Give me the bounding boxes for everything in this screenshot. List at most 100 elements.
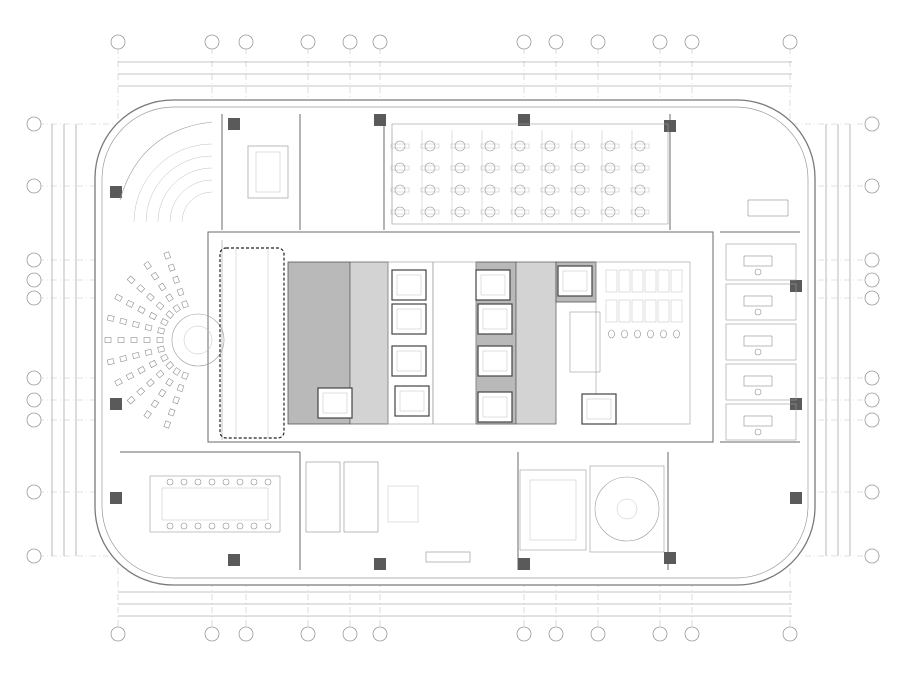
axis-bubble-bottom (300, 626, 316, 642)
auditorium-seat (158, 388, 167, 398)
axis-bubble-right (864, 290, 880, 306)
workstation-desk (510, 165, 530, 171)
auditorium-seat (146, 292, 155, 302)
auditorium-seat (163, 251, 171, 260)
workstation-desk (600, 143, 620, 149)
toilet-fixture (634, 329, 641, 339)
boardroom-chair (166, 522, 174, 530)
axis-bubble-bottom (342, 626, 358, 642)
meeting-table (747, 199, 789, 217)
auditorium-seating (104, 251, 225, 429)
axis-bubble-right (864, 412, 880, 428)
structural-column (228, 554, 240, 566)
lecture-row (181, 191, 213, 223)
private-office (725, 363, 797, 401)
workstation-chair (574, 184, 586, 196)
boardroom-chair (222, 478, 230, 486)
workstation-chair (604, 206, 616, 218)
boardroom-chair (180, 478, 188, 486)
workstation-chair (574, 162, 586, 174)
restroom-stall (631, 299, 644, 323)
workstation-chair (514, 206, 526, 218)
structural-column (228, 118, 240, 130)
left-dimension-lines (51, 124, 77, 556)
workstation-chair (634, 162, 646, 174)
auditorium-seat (106, 358, 115, 366)
workstation-desk (540, 165, 560, 171)
axis-bubble-top (782, 34, 798, 50)
auditorium-seat (106, 314, 115, 322)
axis-bubble-top (548, 34, 564, 50)
central-core (287, 261, 691, 425)
sink-counter (569, 311, 601, 373)
structural-column (374, 114, 386, 126)
restroom-stall (657, 299, 670, 323)
elevator-car (482, 308, 508, 330)
auditorium-seat (176, 288, 185, 297)
elevator-car (396, 308, 422, 330)
auditorium-seat (155, 369, 165, 379)
workstation-desk (420, 143, 440, 149)
auditorium-seat (137, 366, 146, 375)
office-chair (754, 268, 762, 276)
elevator-car (396, 274, 422, 296)
auditorium-seat (132, 321, 140, 329)
axis-bubble-top (652, 34, 668, 50)
axis-bubble-top (590, 34, 606, 50)
axis-bubble-right (864, 252, 880, 268)
workstation-chair (454, 162, 466, 174)
auditorium-seat (176, 383, 185, 392)
workstation-chair (544, 140, 556, 152)
auditorium-seat (114, 293, 123, 302)
axis-bubble-top (684, 34, 700, 50)
axis-bubble-bottom (372, 626, 388, 642)
lecture-row (157, 167, 213, 223)
auditorium-seat (158, 282, 167, 292)
auditorium-seat (167, 408, 176, 417)
auditorium-seat (125, 299, 135, 308)
auditorium-seat (172, 367, 181, 376)
auditorium-seat (163, 420, 171, 429)
workstation-chair (484, 184, 496, 196)
workstation-chair (484, 140, 496, 152)
workstation-desk (450, 165, 470, 171)
auditorium-seat (165, 361, 175, 370)
axis-bubble-top (110, 34, 126, 50)
workstation-chair (394, 140, 406, 152)
restroom-stall (670, 299, 683, 323)
workstation-chair (604, 140, 616, 152)
private-office (725, 323, 797, 361)
office-desk (743, 255, 773, 267)
auditorium-seat (126, 395, 136, 405)
axis-bubble-top (238, 34, 254, 50)
boardroom-chair (236, 522, 244, 530)
axis-bubble-left (26, 116, 42, 132)
auditorium-seat (126, 275, 136, 285)
workstation-desk (630, 143, 650, 149)
structural-column (518, 114, 530, 126)
structural-column (374, 558, 386, 570)
axis-bubble-bottom (590, 626, 606, 642)
office-chair (754, 388, 762, 396)
workstation-desk (600, 209, 620, 215)
axis-bubble-right (864, 392, 880, 408)
structural-column (110, 186, 122, 198)
workstation-desk (420, 165, 440, 171)
private-office (725, 403, 797, 441)
auditorium-seat (144, 348, 153, 356)
workstation-desk (570, 209, 590, 215)
open-office-workstations (390, 123, 669, 225)
restroom-stall (631, 269, 644, 293)
workstation-chair (574, 140, 586, 152)
auditorium-seat (117, 337, 125, 343)
auditorium-seat (150, 399, 160, 409)
axis-bubble-left (26, 370, 42, 386)
workstation-chair (484, 162, 496, 174)
lecture-row (169, 179, 213, 223)
workstation-desk (450, 209, 470, 215)
workstation-desk (540, 187, 560, 193)
axis-bubble-top (516, 34, 532, 50)
corner-lecture-room (119, 121, 213, 223)
private-office (725, 243, 797, 281)
